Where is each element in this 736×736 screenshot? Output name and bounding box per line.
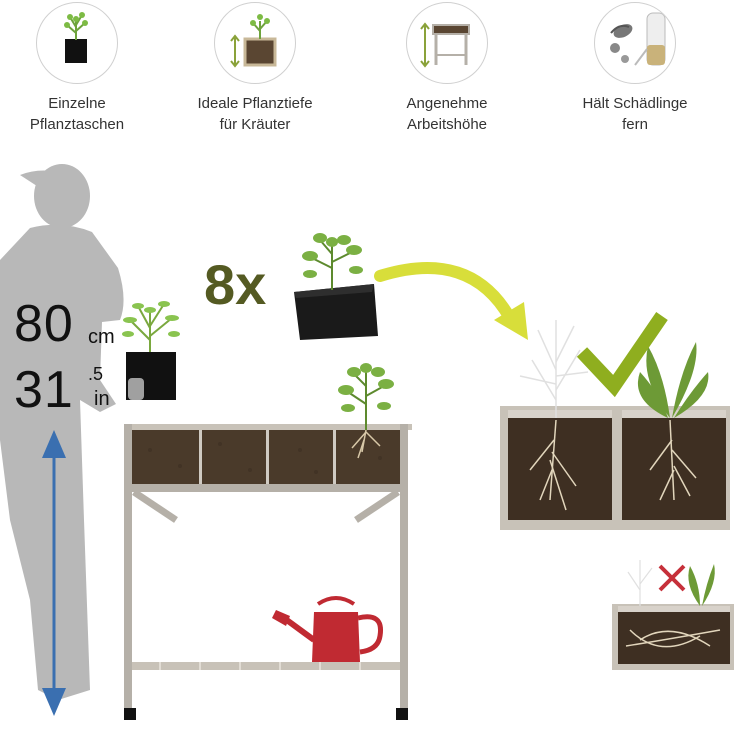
feature-label-line2: für Kräuter — [219, 116, 291, 133]
height-in-fraction: .5 — [88, 364, 104, 384]
height-in-value: 31 — [14, 361, 74, 419]
feature-label-line1: Einzelne — [48, 95, 106, 112]
fabric-pot-seedling — [294, 233, 378, 340]
feature-label-line2: fern — [622, 116, 648, 133]
height-cm-unit: cm — [88, 326, 115, 348]
tomato-seedling — [338, 363, 394, 459]
pest-repel-icon — [594, 2, 676, 84]
person-silhouette — [0, 164, 124, 701]
check-mark — [576, 312, 668, 398]
feature-label-line1: Angenehme — [406, 95, 488, 112]
plant-pocket-icon — [36, 2, 118, 84]
working-height-icon — [406, 2, 488, 84]
feature-pest-repel: Hält Schädlinge fern — [560, 0, 710, 135]
watering-can — [272, 596, 384, 662]
feature-label-line1: Hält Schädlinge — [582, 95, 688, 112]
height-in-unit: in — [94, 388, 110, 410]
deep-root-detail — [500, 320, 730, 530]
planting-depth-icon — [214, 2, 296, 84]
curved-arrow — [374, 262, 528, 340]
potted-herb-in-hand — [122, 301, 180, 400]
raised-bed-table — [124, 424, 412, 720]
pocket-count: 8x — [204, 253, 267, 316]
feature-label-line2: Arbeitshöhe — [406, 116, 488, 133]
shallow-root-detail — [612, 560, 734, 670]
feature-label-line2: Pflanztaschen — [29, 116, 125, 133]
height-arrow — [42, 430, 66, 716]
feature-planting-depth: Ideale Pflanztiefe für Kräuter — [180, 0, 330, 135]
cross-mark — [658, 564, 686, 592]
feature-label-line1: Ideale Pflanztiefe — [197, 95, 313, 112]
height-cm-value: 80 — [14, 295, 74, 353]
